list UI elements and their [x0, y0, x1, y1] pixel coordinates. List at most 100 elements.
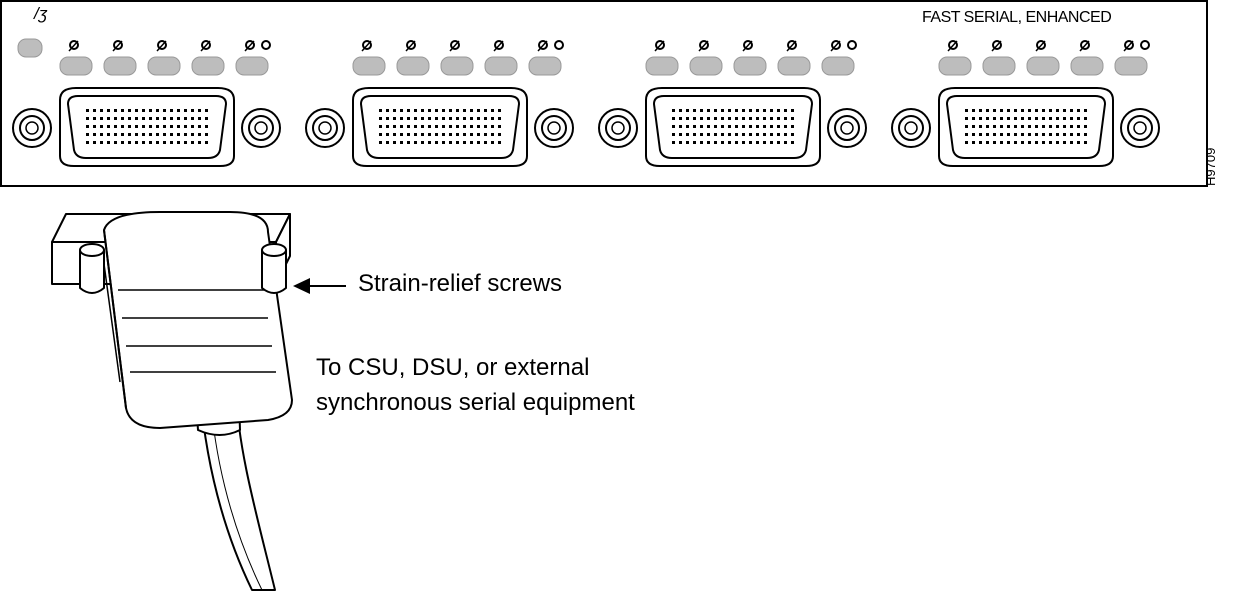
connector-pin	[1056, 117, 1059, 120]
connector-pin	[714, 117, 717, 120]
led-label-icon	[245, 40, 255, 50]
connector-pin	[686, 141, 689, 144]
connector-pin	[491, 141, 494, 144]
connector-pin	[721, 141, 724, 144]
connector-pin	[435, 117, 438, 120]
connector-pin	[672, 133, 675, 136]
connector-pin	[149, 125, 152, 128]
connector-pin	[135, 117, 138, 120]
connector-pin	[456, 141, 459, 144]
connector-pin	[428, 133, 431, 136]
connector-pin	[379, 109, 382, 112]
connector-pin	[1035, 117, 1038, 120]
port-led	[59, 56, 93, 76]
connector-pin	[728, 141, 731, 144]
connector-pin	[491, 125, 494, 128]
connector-pin	[100, 109, 103, 112]
connector-pin	[114, 117, 117, 120]
jack-screw-hole	[547, 121, 561, 135]
connector-pin	[1042, 117, 1045, 120]
figure-id: H9709	[1203, 147, 1218, 186]
connector-pin	[742, 141, 745, 144]
connector-pin	[714, 133, 717, 136]
connector-pin	[114, 109, 117, 112]
led-label-stroke	[1079, 40, 1090, 52]
connector-pin	[86, 109, 89, 112]
screw-head-right	[261, 243, 287, 257]
port-led	[528, 56, 562, 76]
connector-pin	[470, 125, 473, 128]
connector-pin	[777, 109, 780, 112]
connector-pin	[407, 125, 410, 128]
connector-pin	[965, 125, 968, 128]
led-label-stroke	[244, 40, 255, 52]
connector-pin	[1070, 125, 1073, 128]
connector-pin	[777, 117, 780, 120]
connector-pin	[407, 109, 410, 112]
connector-pin	[756, 117, 759, 120]
led-label-icon	[847, 40, 857, 50]
connector-pin	[414, 125, 417, 128]
hood-shade	[103, 263, 121, 383]
connector-pin	[1021, 141, 1024, 144]
connector-pin	[777, 141, 780, 144]
connector-pin	[177, 117, 180, 120]
led-label-stroke	[830, 40, 841, 52]
connector-pin	[135, 125, 138, 128]
connector-pin	[149, 141, 152, 144]
connector-pin	[121, 117, 124, 120]
connector-pin	[1014, 117, 1017, 120]
connector-pin	[735, 109, 738, 112]
connector-face	[66, 95, 228, 159]
connector-pin	[763, 117, 766, 120]
port-led	[733, 56, 767, 76]
connector-pin	[114, 133, 117, 136]
connector-pin	[1000, 141, 1003, 144]
connector-pin	[379, 141, 382, 144]
strain-relief-screw-left	[79, 249, 105, 294]
connector-pin	[1077, 117, 1080, 120]
connector-pin	[1035, 125, 1038, 128]
led-label-icon	[1140, 40, 1150, 50]
connector-pin	[1028, 117, 1031, 120]
connector-pin	[972, 109, 975, 112]
connector-pin	[728, 117, 731, 120]
connector-pin	[484, 133, 487, 136]
connector-pin	[100, 125, 103, 128]
connector-pin	[93, 133, 96, 136]
led-label-stroke	[742, 40, 753, 52]
led-label-icon	[362, 40, 372, 50]
connector-pin	[1049, 141, 1052, 144]
callout-arrow-head	[293, 278, 310, 294]
connector-pin	[121, 141, 124, 144]
connector-pin	[693, 125, 696, 128]
port-led	[777, 56, 811, 76]
connector-pin	[198, 133, 201, 136]
connector-pin	[1070, 133, 1073, 136]
port-led	[938, 56, 972, 76]
connector-pin	[770, 133, 773, 136]
connector-pin	[1049, 133, 1052, 136]
led-label-stroke	[405, 40, 416, 52]
connector-pin	[414, 141, 417, 144]
connector-pin	[177, 141, 180, 144]
jack-screw-hole	[25, 121, 39, 135]
led-label-stroke	[493, 40, 504, 52]
port-led	[1026, 56, 1060, 76]
connector-pin	[393, 109, 396, 112]
connector-pin	[163, 141, 166, 144]
connector-pin	[791, 125, 794, 128]
connector-pin	[184, 141, 187, 144]
led-label-stroke	[1123, 40, 1134, 52]
jack-screw-hole	[840, 121, 854, 135]
connector-pin	[1035, 133, 1038, 136]
connector-pin	[407, 117, 410, 120]
connector-pin	[379, 117, 382, 120]
connector-pin	[679, 125, 682, 128]
connector-pin	[86, 125, 89, 128]
connector-pin	[428, 125, 431, 128]
connector-pin	[693, 133, 696, 136]
connector-pin	[142, 125, 145, 128]
connector-pin	[763, 141, 766, 144]
connector-pin	[679, 133, 682, 136]
